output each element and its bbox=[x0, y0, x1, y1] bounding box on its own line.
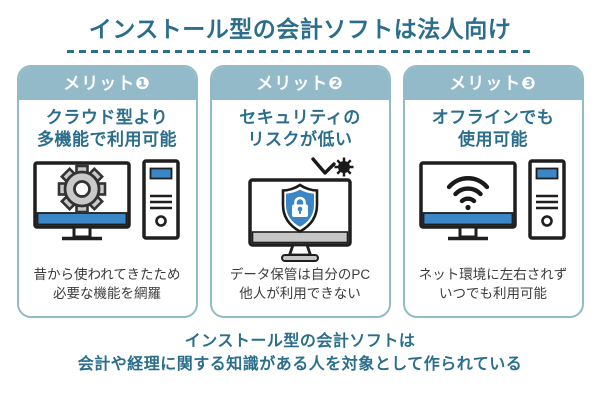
merit-3-caption-line1: ネット環境に左右されず bbox=[418, 266, 568, 282]
merit-1-heading-line1: クラウド型より bbox=[45, 107, 169, 127]
merit-2-caption-line1: データ保管は自分のPC bbox=[229, 266, 371, 282]
merit-1-heading-line2: 多機能で利用可能 bbox=[37, 129, 177, 149]
merit-card-2: メリット❷ セキュリティの リスクが低い bbox=[209, 64, 391, 318]
gear-icon bbox=[57, 165, 107, 214]
merit-3-caption-line2: いつでも利用可能 bbox=[439, 285, 547, 301]
wifi-icon bbox=[446, 176, 490, 211]
merit-3-badge: メリット❸ bbox=[404, 66, 582, 100]
merit-1-badge: メリット❶ bbox=[18, 66, 196, 100]
summary-text: インストール型の会計ソフトは 会計や経理に関する知識がある人を対象として作られて… bbox=[0, 330, 600, 376]
virus-icon bbox=[311, 157, 354, 177]
page-title: インストール型の会計ソフトは法人向け bbox=[88, 16, 512, 42]
title-area: インストール型の会計ソフトは法人向け bbox=[0, 0, 600, 53]
merit-card-3: メリット❸ オフラインでも 使用可能 bbox=[402, 64, 584, 318]
merit-2-heading: セキュリティの リスクが低い bbox=[212, 107, 389, 151]
merit-3-heading-line2: 使用可能 bbox=[458, 129, 528, 149]
merit-1-caption-line2: 必要な機能を網羅 bbox=[53, 285, 161, 301]
monitor-wifi-and-tower-icon bbox=[419, 159, 566, 241]
merit-3-heading: オフラインでも 使用可能 bbox=[405, 107, 582, 151]
merit-2-badge: メリット❷ bbox=[211, 66, 389, 100]
merit-3-caption: ネット環境に左右されず いつでも利用可能 bbox=[405, 266, 582, 304]
desktop-gear-and-tower-icon bbox=[33, 159, 180, 241]
shield-lock-icon bbox=[281, 183, 319, 234]
merit-3-icon-area bbox=[405, 151, 582, 266]
merit-2-icon-area bbox=[212, 151, 389, 266]
merit-2-caption-line2: 他人が利用できない bbox=[239, 285, 361, 301]
monitor-shield-lock-icon bbox=[248, 157, 354, 263]
merit-1-caption: 昔から使われてきたため 必要な機能を網羅 bbox=[19, 266, 196, 304]
merit-2-heading-line2: リスクが低い bbox=[247, 129, 353, 149]
summary-line1: インストール型の会計ソフトは bbox=[184, 332, 416, 350]
merit-2-caption: データ保管は自分のPC 他人が利用できない bbox=[212, 266, 389, 304]
summary-line2: 会計や経理に関する知識がある人を対象として作られている bbox=[77, 355, 523, 373]
title-dashed-underline bbox=[67, 49, 533, 53]
tower-pc-icon bbox=[142, 159, 180, 241]
merit-2-heading-line1: セキュリティの bbox=[239, 107, 361, 127]
merit-card-1: メリット❶ クラウド型より 多機能で利用可能 bbox=[16, 64, 198, 318]
merit-3-heading-line1: オフラインでも bbox=[431, 107, 555, 127]
merit-1-icon-area bbox=[19, 151, 196, 266]
merit-1-caption-line1: 昔から使われてきたため bbox=[33, 266, 181, 282]
merit-1-heading: クラウド型より 多機能で利用可能 bbox=[19, 107, 196, 151]
merit-cards-row: メリット❶ クラウド型より 多機能で利用可能 bbox=[0, 64, 600, 318]
tower-pc-icon bbox=[528, 159, 566, 241]
